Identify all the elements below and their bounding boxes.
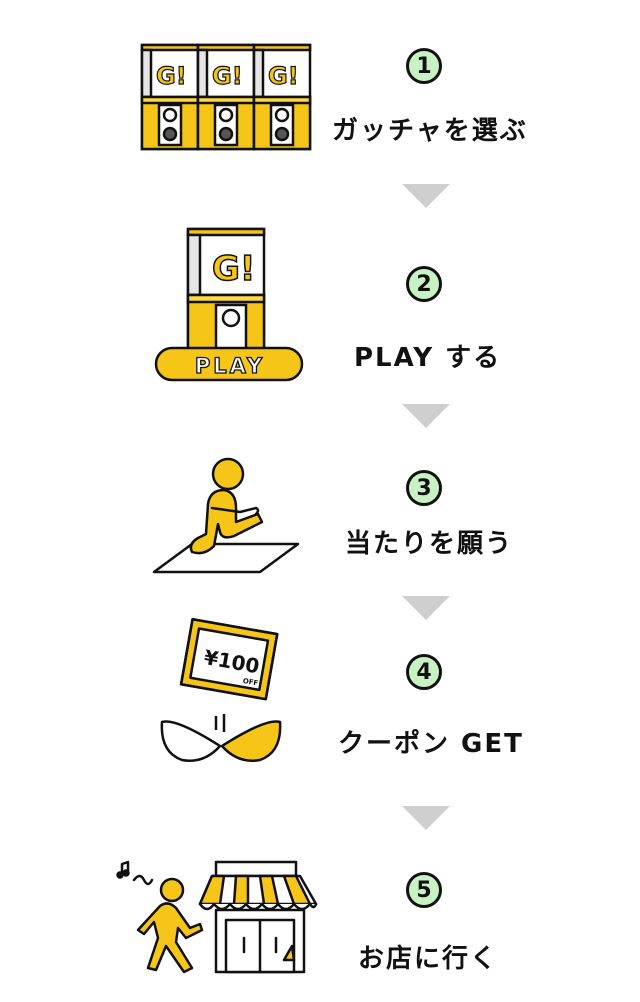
step-number-2: 2	[406, 266, 442, 302]
down-arrow-icon	[402, 806, 450, 830]
gacha-machines-illustration: G! G! G!	[140, 43, 312, 151]
down-arrow-icon	[402, 596, 450, 620]
coupon-off: OFF	[242, 677, 259, 688]
coupon-capsule-illustration: ¥100 OFF	[160, 618, 282, 762]
play-machine-illustration: G! PLAY	[154, 227, 304, 382]
step-label-5: お店に行く	[358, 944, 499, 974]
praying-person-illustration	[152, 457, 300, 574]
gacha-machine	[196, 43, 256, 151]
step-number-1: 1	[406, 48, 442, 84]
gacha-machine	[140, 43, 200, 151]
gacha-machine	[252, 43, 312, 151]
step-label-2: PLAY する	[354, 343, 502, 373]
step-number-4: 4	[406, 654, 442, 690]
machine-logo: G!	[268, 62, 299, 90]
play-button-label: PLAY	[195, 354, 265, 378]
step-label-3: 当たりを願う	[345, 529, 514, 559]
step-number-3: 3	[406, 470, 442, 506]
step-label-1: ガッチャを選ぶ	[332, 116, 528, 146]
step-label-4: クーポン GET	[338, 729, 524, 759]
walking-to-store-illustration	[116, 860, 318, 974]
down-arrow-icon	[402, 404, 450, 428]
machine-logo: G!	[156, 62, 187, 90]
machine-logo: G!	[212, 62, 243, 90]
down-arrow-icon	[402, 184, 450, 208]
machine-logo: G!	[212, 249, 255, 289]
step-number-5: 5	[406, 872, 442, 908]
